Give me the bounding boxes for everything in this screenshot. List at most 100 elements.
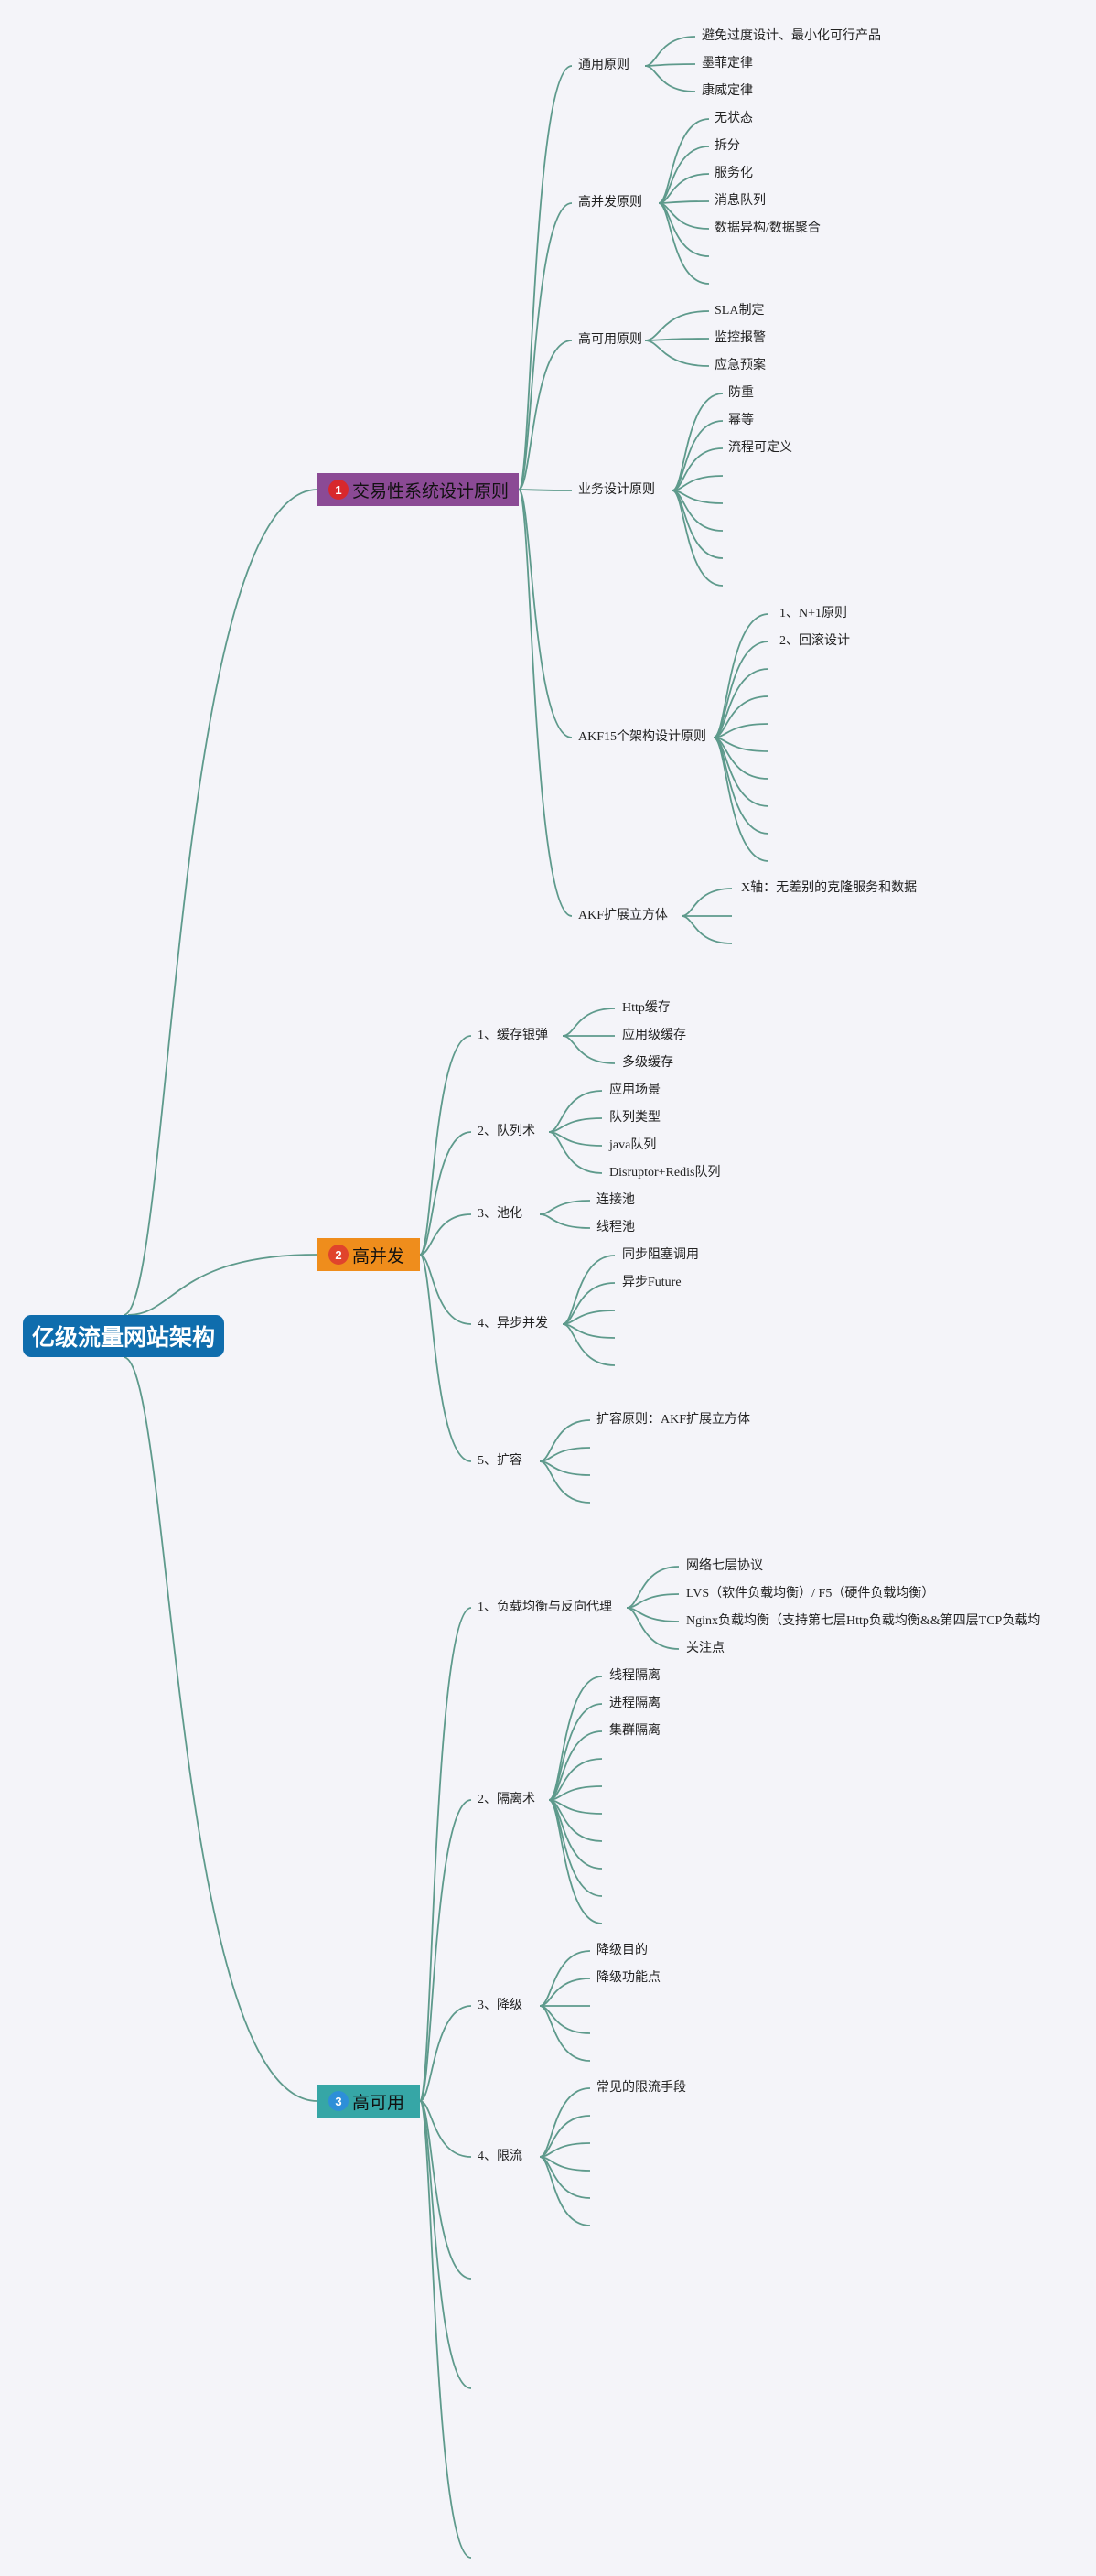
leaf-connector xyxy=(539,2005,591,2062)
leaf-topic[interactable]: 无状态 xyxy=(715,112,753,125)
leaf-topic[interactable]: 防重 xyxy=(728,386,754,400)
leaf-connector xyxy=(672,490,724,587)
subtopic-akf-cube[interactable]: AKF扩展立方体 xyxy=(578,909,669,922)
leaf-topic[interactable]: 多级缓存 xyxy=(622,1056,673,1070)
subtopic-connector xyxy=(419,2100,472,2158)
leaf-topic[interactable]: SLA制定 xyxy=(715,304,765,318)
leaf-connector xyxy=(672,447,724,491)
leaf-connector xyxy=(681,915,733,944)
leaf-connector xyxy=(644,340,710,367)
leaf-connector xyxy=(548,1131,603,1174)
leaf-topic[interactable]: 连接池 xyxy=(596,1193,635,1207)
subtopic-isolation[interactable]: 2、隔离术 xyxy=(478,1793,535,1806)
leaf-connector xyxy=(562,1008,616,1037)
branch-high-availability[interactable]: 3 高可用 xyxy=(317,2085,420,2118)
leaf-topic[interactable]: java队列 xyxy=(609,1138,657,1152)
leaf-topic[interactable]: 墨菲定律 xyxy=(702,57,753,70)
leaf-connector xyxy=(658,202,710,285)
leaf-connector xyxy=(539,2087,591,2158)
trunk-connector xyxy=(127,1254,318,1316)
subtopic-connector xyxy=(419,2100,472,2280)
subtopic-high-concurrency-principles[interactable]: 高并发原则 xyxy=(578,196,642,210)
branch-label: 交易性系统设计原则 xyxy=(352,481,510,501)
subtopic-connector xyxy=(419,1254,472,1462)
subtopic-high-availability-principles[interactable]: 高可用原则 xyxy=(578,333,642,347)
subtopic-scaling[interactable]: 5、扩容 xyxy=(478,1454,522,1468)
leaf-topic[interactable]: 幂等 xyxy=(728,414,754,427)
leaf-topic[interactable]: 队列类型 xyxy=(609,1111,661,1125)
leaf-topic[interactable]: 集群隔离 xyxy=(609,1724,661,1738)
subtopic-general-principles[interactable]: 通用原则 xyxy=(578,59,629,72)
leaf-topic[interactable]: Disruptor+Redis队列 xyxy=(609,1166,721,1180)
leaf-connector xyxy=(562,1323,616,1366)
leaf-topic[interactable]: 消息队列 xyxy=(715,194,766,208)
leaf-connector xyxy=(658,200,710,204)
subtopic-connector xyxy=(419,2005,472,2102)
leaf-connector xyxy=(539,2156,591,2226)
leaf-topic[interactable]: 线程隔离 xyxy=(609,1669,661,1683)
leaf-topic[interactable]: 线程池 xyxy=(596,1221,635,1234)
subtopic-degradation[interactable]: 3、降级 xyxy=(478,1999,522,2012)
leaf-topic[interactable]: Nginx负载均衡（支持第七层Http负载均衡&&第四层TCP负载均 xyxy=(686,1614,1041,1628)
leaf-connector xyxy=(626,1566,680,1609)
leaf-topic[interactable]: Http缓存 xyxy=(622,1001,671,1015)
leaf-connector xyxy=(548,1090,603,1133)
leaf-topic[interactable]: 常见的限流手段 xyxy=(596,2081,686,2095)
leaf-connector xyxy=(713,641,769,738)
leaf-connector xyxy=(644,36,696,67)
leaf-topic[interactable]: 同步阻塞调用 xyxy=(622,1248,699,1262)
leaf-topic[interactable]: LVS（软件负载均衡）/ F5（硬件负载均衡） xyxy=(686,1587,935,1601)
trunk-connector xyxy=(123,489,318,1316)
leaf-connector xyxy=(644,63,696,67)
leaf-topic[interactable]: 康威定律 xyxy=(702,84,753,98)
subtopic-connector xyxy=(419,1035,472,1256)
leaf-connector xyxy=(644,310,710,341)
leaf-topic[interactable]: 避免过度设计、最小化可行产品 xyxy=(702,29,881,43)
leaf-connector xyxy=(548,1799,603,1924)
subtopic-async[interactable]: 4、异步并发 xyxy=(478,1317,548,1331)
leaf-topic[interactable]: 流程可定义 xyxy=(728,441,792,455)
leaf-connector xyxy=(644,65,696,92)
subtopic-queue[interactable]: 2、队列术 xyxy=(478,1125,535,1138)
leaf-topic[interactable]: 2、回滚设计 xyxy=(779,634,850,648)
leaf-topic[interactable]: 网络七层协议 xyxy=(686,1559,763,1573)
leaf-topic[interactable]: 降级目的 xyxy=(596,1944,648,1957)
subtopic-akf-15-principles[interactable]: AKF15个架构设计原则 xyxy=(578,730,707,744)
leaf-topic[interactable]: 应用级缓存 xyxy=(622,1029,686,1042)
root-topic[interactable]: 亿级流量网站架构 xyxy=(23,1315,224,1357)
leaf-topic[interactable]: 1、N+1原则 xyxy=(779,607,848,620)
branch-high-concurrency[interactable]: 2 高并发 xyxy=(317,1238,420,1271)
leaf-topic[interactable]: 应急预案 xyxy=(715,359,766,372)
branch-transaction-principles[interactable]: 1 交易性系统设计原则 xyxy=(317,473,519,506)
subtopic-connector xyxy=(419,2100,472,2559)
leaf-topic[interactable]: 服务化 xyxy=(715,167,753,180)
leaf-topic[interactable]: 拆分 xyxy=(715,139,740,153)
leaf-connector xyxy=(681,888,733,917)
leaf-connector xyxy=(644,338,710,341)
leaf-connector xyxy=(539,1978,591,2007)
leaf-topic[interactable]: 进程隔离 xyxy=(609,1697,661,1710)
leaf-topic[interactable]: 数据异构/数据聚合 xyxy=(715,221,821,235)
leaf-topic[interactable]: 扩容原则：AKF扩展立方体 xyxy=(596,1413,751,1427)
leaf-topic[interactable]: 降级功能点 xyxy=(596,1971,661,1985)
leaf-connector xyxy=(672,420,724,491)
leaf-connector xyxy=(658,118,710,204)
leaf-connector xyxy=(539,1950,591,2007)
subtopic-pooling[interactable]: 3、池化 xyxy=(478,1207,522,1221)
subtopic-business-design-principles[interactable]: 业务设计原则 xyxy=(578,483,655,497)
leaf-topic[interactable]: 异步Future xyxy=(622,1276,682,1289)
number-badge-icon: 1 xyxy=(328,480,349,500)
leaf-topic[interactable]: 监控报警 xyxy=(715,331,766,345)
leaf-topic[interactable]: 关注点 xyxy=(686,1642,725,1655)
subtopic-cache[interactable]: 1、缓存银弹 xyxy=(478,1029,548,1042)
leaf-connector xyxy=(539,1419,591,1462)
leaf-topic[interactable]: 应用场景 xyxy=(609,1083,661,1097)
number-badge-icon: 3 xyxy=(328,2091,349,2111)
leaf-connector xyxy=(539,2156,591,2199)
leaf-connector xyxy=(672,490,724,532)
leaf-topic[interactable]: X轴：无差别的克隆服务和数据 xyxy=(741,881,918,895)
subtopic-rate-limiting[interactable]: 4、限流 xyxy=(478,2150,522,2163)
subtopic-load-balancing[interactable]: 1、负载均衡与反向代理 xyxy=(478,1601,612,1614)
